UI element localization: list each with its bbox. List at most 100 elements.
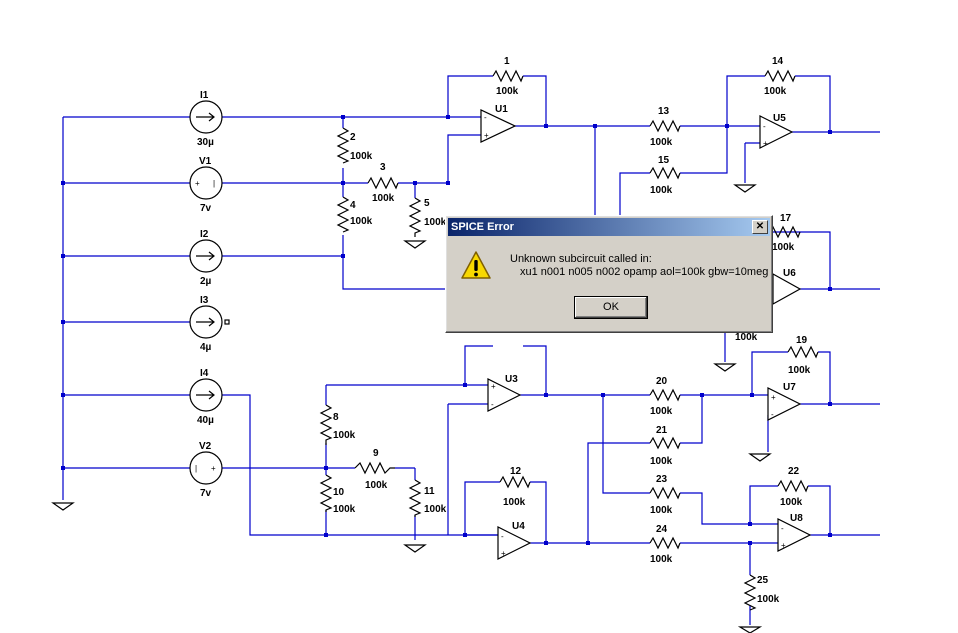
svg-text:24: 24 [656, 524, 668, 535]
svg-text:I3: I3 [200, 295, 209, 306]
svg-text:-: - [771, 410, 774, 419]
svg-text:100k: 100k [496, 86, 519, 97]
current-source-i3[interactable]: I3 4µ [189, 295, 230, 353]
svg-text:100k: 100k [650, 406, 673, 417]
svg-text:-: - [763, 122, 766, 131]
resistor-r23[interactable]: 23 100k [649, 474, 681, 516]
resistor-r2[interactable]: 2 100k [336, 127, 373, 164]
current-source-i4[interactable]: I4 40µ [189, 368, 223, 426]
resistor-r12[interactable]: 12 100k [499, 466, 531, 508]
resistor-r24[interactable]: 24 100k [649, 524, 681, 565]
opamp-u3[interactable]: + - U3 [487, 374, 522, 412]
ground-symbol [737, 626, 763, 633]
resistor-r17[interactable]: 17 100k [769, 213, 801, 253]
current-source-i2[interactable]: I2 2µ [189, 229, 223, 287]
svg-text:100k: 100k [735, 332, 758, 343]
resistor-r19[interactable]: 19 100k [787, 335, 819, 376]
svg-text:100k: 100k [424, 504, 447, 515]
svg-text:100k: 100k [650, 456, 673, 467]
svg-text:100k: 100k [372, 193, 395, 204]
opamp-u7[interactable]: + - U7 [767, 382, 802, 421]
resistor-r15[interactable]: 15 100k [649, 155, 681, 196]
svg-text:U4: U4 [512, 521, 525, 532]
svg-text:U1: U1 [495, 104, 508, 115]
resistor-r21[interactable]: 21 100k [649, 425, 681, 467]
opamp-u8[interactable]: - + U8 [777, 513, 812, 552]
svg-text:I1: I1 [200, 90, 209, 101]
svg-text:12: 12 [510, 466, 522, 477]
svg-text:17: 17 [780, 213, 792, 224]
svg-text:+: + [763, 139, 768, 148]
svg-text:3: 3 [380, 162, 386, 173]
svg-text:7v: 7v [200, 488, 212, 499]
svg-text:14: 14 [772, 56, 784, 67]
warning-icon [461, 251, 491, 279]
ground-symbol [713, 363, 737, 372]
svg-text:+: + [491, 382, 496, 391]
svg-text:100k: 100k [780, 497, 803, 508]
svg-text:100k: 100k [503, 497, 526, 508]
voltage-source-v1[interactable]: + | V1 7v [189, 156, 223, 214]
close-button[interactable]: ✕ [752, 220, 768, 234]
resistor-r20[interactable]: 20 100k [649, 376, 681, 417]
svg-text:100k: 100k [757, 594, 780, 605]
opamp-u1[interactable]: - + U1 [480, 104, 517, 143]
svg-text:23: 23 [656, 474, 668, 485]
close-icon: ✕ [755, 221, 765, 232]
svg-text:U5: U5 [773, 113, 786, 124]
dialog-titlebar[interactable]: SPICE Error ✕ [448, 218, 770, 236]
svg-text:22: 22 [788, 466, 800, 477]
svg-text:100k: 100k [365, 480, 388, 491]
error-message-line-2: xu1 n001 n005 n002 opamp aol=100k gbw=10… [520, 266, 769, 278]
svg-text:V1: V1 [199, 156, 212, 167]
voltage-source-v2[interactable]: | + V2 7v [189, 441, 223, 499]
resistor-r25[interactable]: 25 100k [743, 574, 780, 611]
error-message-line-1: Unknown subcircuit called in: [510, 253, 652, 265]
resistor-r1[interactable]: 1 100k [492, 56, 524, 97]
svg-text:21: 21 [656, 425, 668, 436]
svg-text:+: + [771, 393, 776, 402]
ground-symbol [748, 453, 772, 462]
resistor-r3[interactable]: 3 100k [367, 162, 399, 204]
resistor-r10[interactable]: 10 100k [319, 474, 356, 515]
resistor-r8[interactable]: 8 100k [319, 404, 356, 445]
svg-text:-: - [491, 400, 494, 409]
svg-text:30µ: 30µ [197, 137, 214, 148]
resistor-r4[interactable]: 4 100k [336, 196, 373, 233]
opamp-u6[interactable]: U6 [772, 268, 802, 306]
svg-text:I4: I4 [200, 368, 209, 379]
svg-text:1: 1 [504, 56, 510, 67]
opamp-u5[interactable]: - + U5 [759, 113, 794, 149]
resistor-r22[interactable]: 22 100k [777, 466, 809, 508]
svg-text:|: | [213, 179, 215, 188]
svg-text:19: 19 [796, 335, 808, 346]
svg-text:100k: 100k [772, 242, 795, 253]
svg-text:V2: V2 [199, 441, 212, 452]
svg-text:8: 8 [333, 412, 339, 423]
resistor-r9[interactable]: 9 100k [354, 448, 395, 491]
svg-text:+: + [195, 179, 200, 188]
ground-symbol [51, 502, 75, 511]
ok-button[interactable]: OK [574, 296, 648, 319]
resistor-r14[interactable]: 14 100k [764, 56, 796, 97]
svg-text:2: 2 [350, 132, 356, 143]
svg-text:+: + [781, 541, 786, 550]
svg-text:U7: U7 [783, 382, 796, 393]
svg-text:100k: 100k [764, 86, 787, 97]
svg-text:100k: 100k [650, 185, 673, 196]
resistor-r18[interactable]: 100k [735, 332, 758, 343]
dialog-title: SPICE Error [451, 221, 514, 233]
svg-text:4: 4 [350, 200, 356, 211]
current-source-i1[interactable]: I1 30µ [189, 90, 223, 148]
svg-text:7v: 7v [200, 203, 212, 214]
resistor-r11[interactable]: 11 100k [408, 479, 447, 517]
svg-text:100k: 100k [650, 505, 673, 516]
svg-text:20: 20 [656, 376, 668, 387]
ground-symbol [403, 544, 427, 553]
svg-text:100k: 100k [424, 217, 447, 228]
resistor-r13[interactable]: 13 100k [649, 106, 681, 148]
opamp-u4[interactable]: - + U4 [497, 521, 532, 560]
resistor-r5[interactable]: 5 100k [408, 197, 447, 237]
svg-text:9: 9 [373, 448, 379, 459]
